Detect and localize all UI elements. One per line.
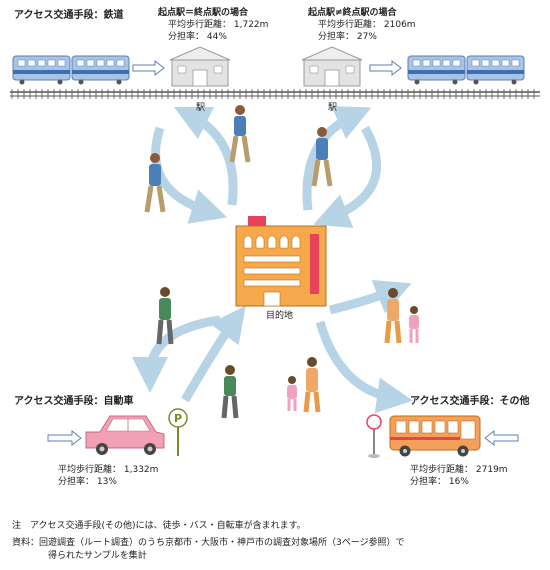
diff-station-distance: 平均歩行距離： 2106m [308, 19, 416, 31]
pedestrian-icon [221, 365, 239, 419]
share-label: 分担率： [410, 477, 447, 487]
distance-label: 平均歩行距離： [58, 465, 122, 475]
family-icon [287, 357, 321, 413]
railway-track [10, 89, 540, 99]
share-label: 分担率： [58, 477, 95, 487]
distance-value: 1,332m [123, 465, 159, 475]
bus-stop-icon [366, 414, 382, 458]
other-stats: 平均歩行距離： 2719m 分担率： 16% [410, 464, 508, 488]
arrow-station-to-train [369, 59, 402, 77]
car-share: 分担率： 13% [58, 476, 158, 488]
distance-value: 2106m [383, 20, 416, 30]
same-station-stats: 起点駅＝終点駅の場合 平均歩行距離： 1,722m 分担率： 44% [158, 7, 268, 43]
share-value: 44% [206, 32, 227, 42]
flow-arrow [328, 279, 412, 315]
parking-sign-icon: P [168, 408, 188, 456]
car-icon [85, 415, 165, 455]
train-icon [12, 55, 130, 85]
station-label-left: 駅 [196, 103, 206, 113]
pedestrian-icon [156, 287, 174, 345]
distance-label: 平均歩行距離： [318, 20, 382, 30]
arrow-to-bus [484, 429, 519, 447]
flow-arrow [181, 305, 246, 403]
flow-arrow [315, 320, 413, 414]
diff-station-share: 分担率： 27% [308, 31, 416, 43]
note-text: 注 アクセス交通手段(その他)には、徒歩・バス・自転車が含まれます。 [12, 521, 306, 531]
arrow-to-car [47, 429, 82, 447]
building-icon [235, 216, 327, 307]
other-share: 分担率： 16% [410, 476, 508, 488]
station-icon [169, 46, 231, 87]
flow-arrow [132, 315, 221, 393]
pedestrian-icon [144, 153, 166, 213]
pedestrian-icon [229, 105, 251, 163]
family-icon [384, 288, 419, 344]
destination-label: 目的地 [266, 311, 294, 321]
distance-value: 1,722m [233, 20, 269, 30]
svg-text:P: P [174, 412, 182, 425]
same-station-distance: 平均歩行距離： 1,722m [158, 19, 268, 31]
flow-arrow [173, 106, 238, 206]
bus-icon [389, 415, 481, 457]
flow-arrow [151, 126, 228, 224]
other-distance: 平均歩行距離： 2719m [410, 464, 508, 476]
arrow-train-to-station [132, 59, 165, 77]
share-value: 13% [96, 477, 117, 487]
car-header: アクセス交通手段：自動車 [14, 396, 134, 407]
diff-station-stats: 起点駅≠終点駅の場合 平均歩行距離： 2106m 分担率： 27% [308, 7, 416, 43]
car-stats: 平均歩行距離： 1,332m 分担率： 13% [58, 464, 158, 488]
flow-arrow [302, 106, 372, 211]
diff-station-title: 起点駅≠終点駅の場合 [308, 8, 397, 18]
share-value: 27% [356, 32, 377, 42]
share-label: 分担率： [318, 32, 355, 42]
pedestrian-icon [311, 127, 333, 187]
distance-label: 平均歩行距離： [168, 20, 232, 30]
flow-arrow [313, 125, 382, 229]
train-icon [407, 55, 525, 85]
rail-header: アクセス交通手段：鉄道 [14, 10, 124, 21]
station-icon [301, 46, 363, 87]
distance-label: 平均歩行距離： [410, 465, 474, 475]
share-label: 分担率： [168, 32, 205, 42]
same-station-title: 起点駅＝終点駅の場合 [158, 8, 249, 18]
other-header: アクセス交通手段：その他 [410, 396, 530, 407]
distance-value: 2719m [475, 465, 508, 475]
station-label-right: 駅 [328, 103, 338, 113]
car-distance: 平均歩行距離： 1,332m [58, 464, 158, 476]
source-line-2: 得られたサンプルを集計 [48, 551, 147, 561]
share-value: 16% [448, 477, 469, 487]
same-station-share: 分担率： 44% [158, 31, 268, 43]
source-line-1: 資料：回遊調査（ルート調査）のうち京都市・大阪市・神戸市の調査対象場所（3ページ… [12, 538, 405, 548]
footnotes: 注 アクセス交通手段(その他)には、徒歩・バス・自転車が含まれます。 資料：回遊… [12, 520, 405, 563]
